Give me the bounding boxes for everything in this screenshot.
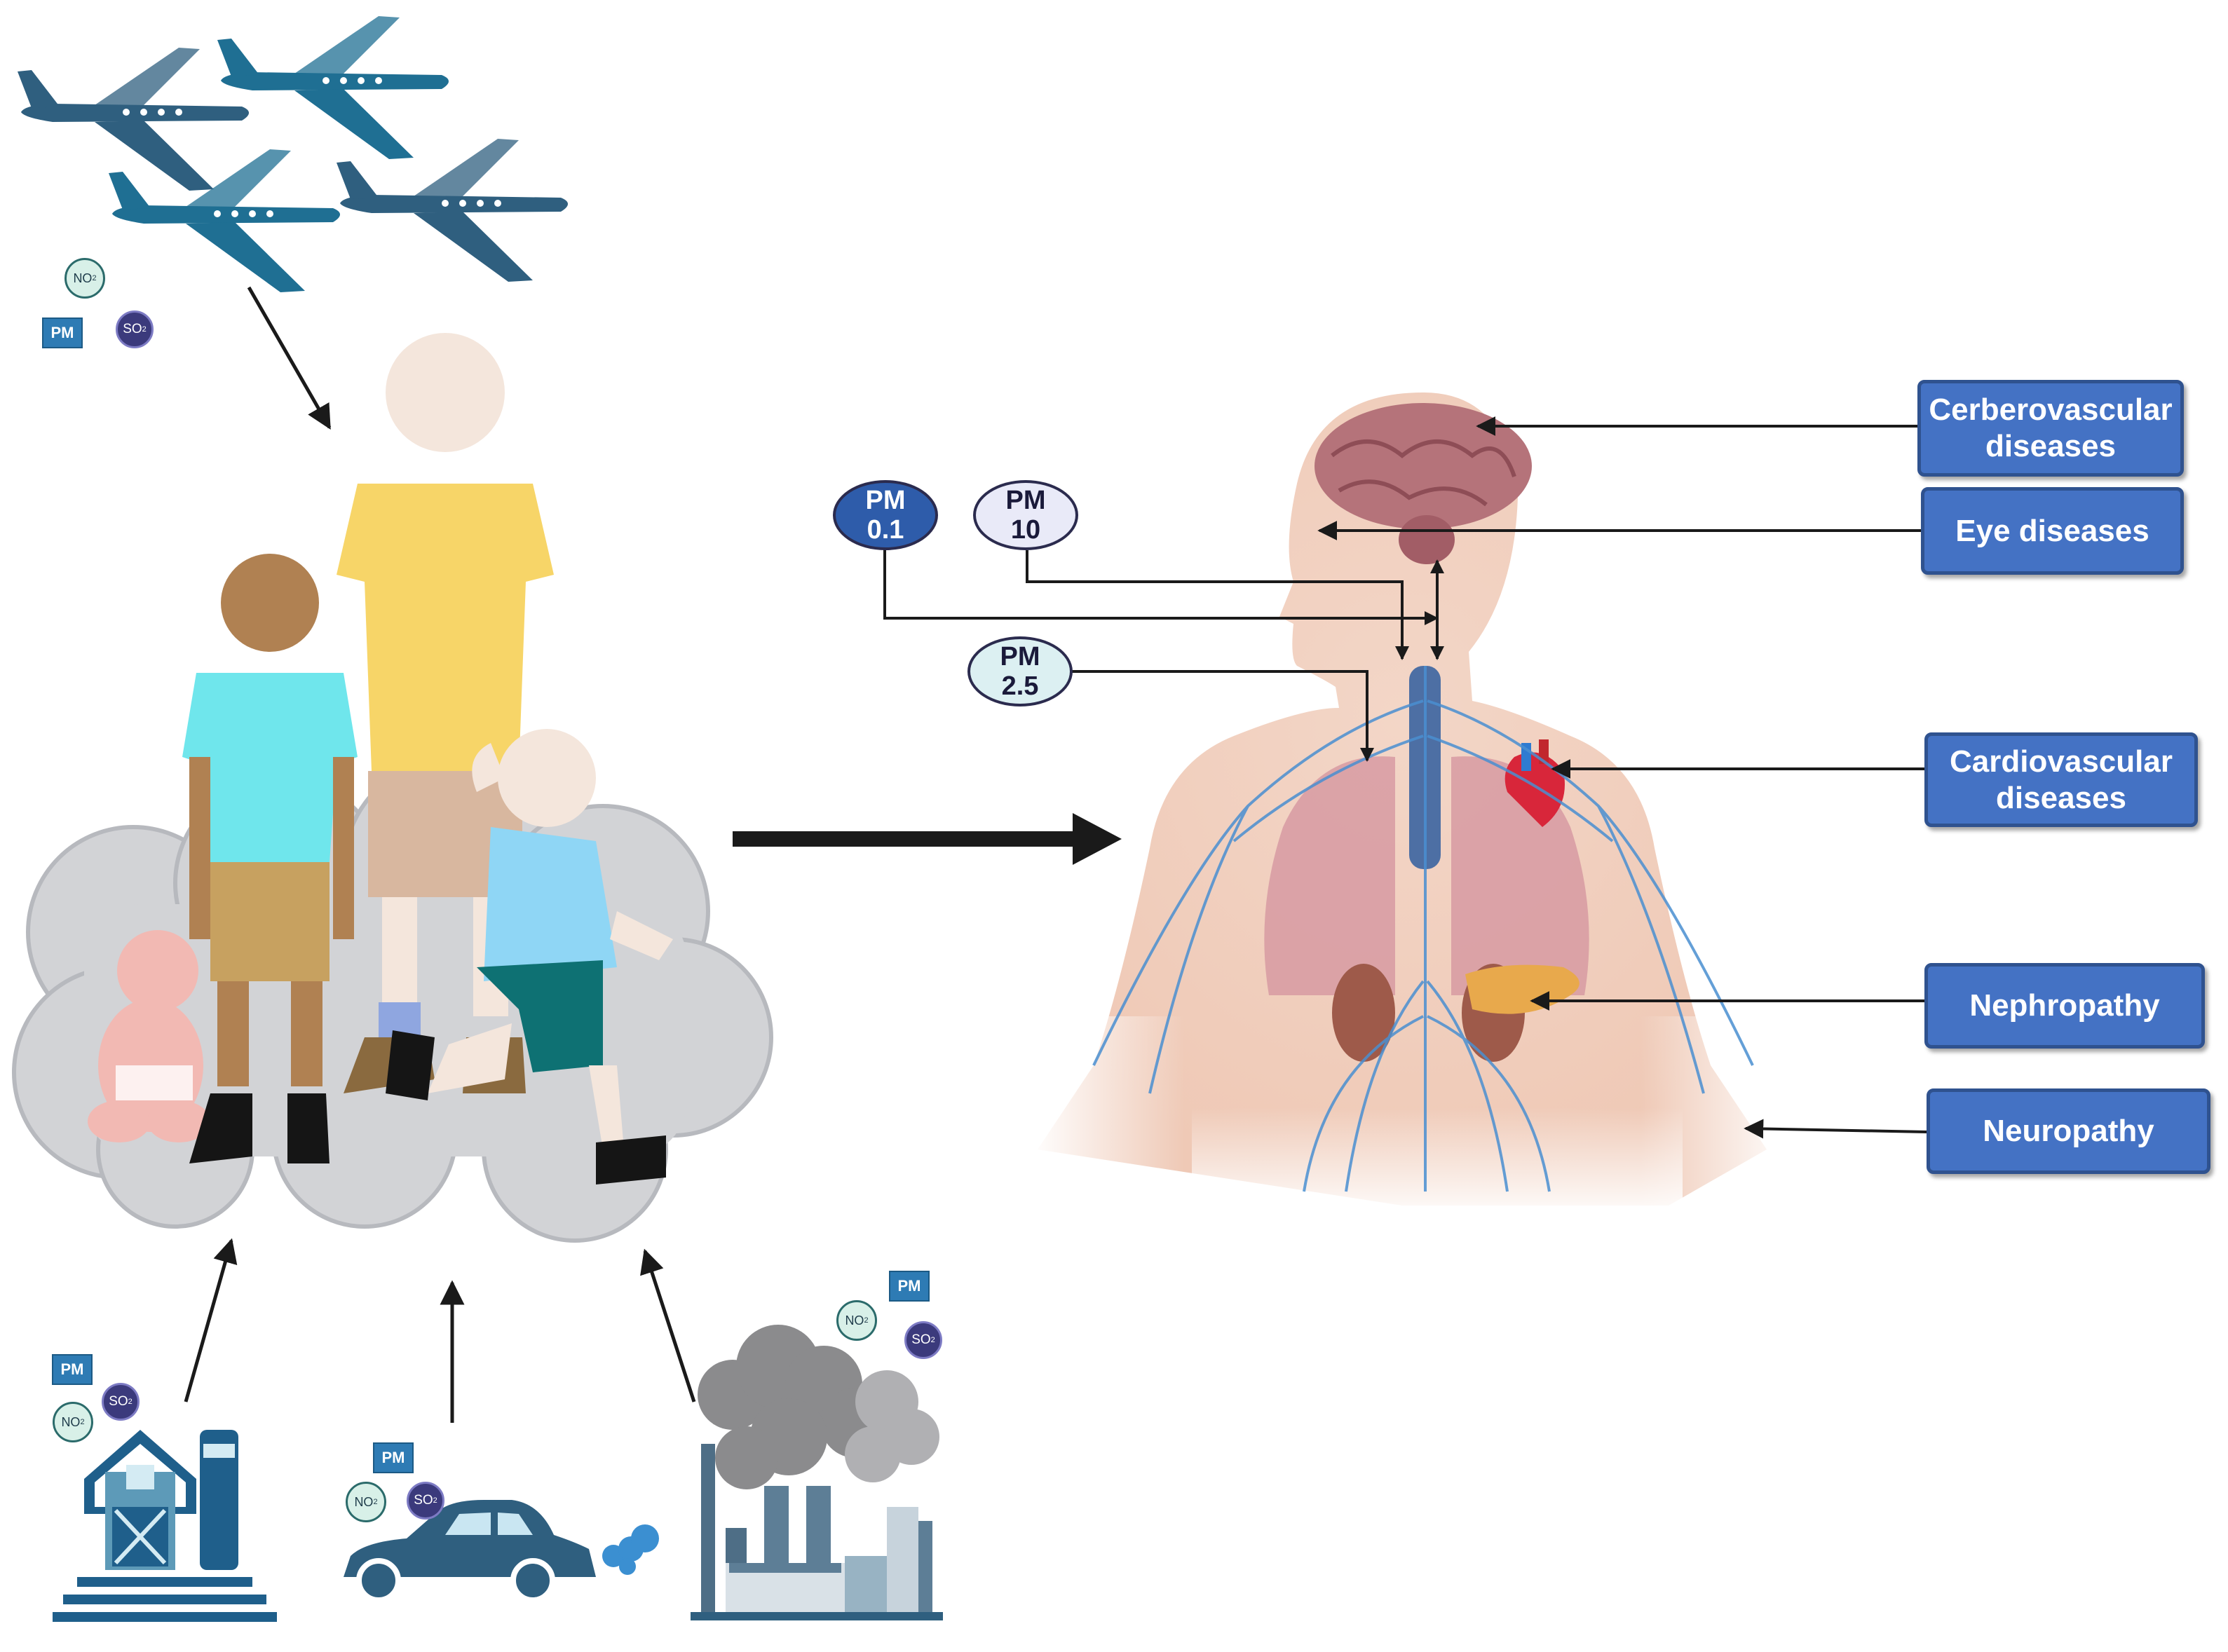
connector-pm10 — [1026, 550, 1409, 660]
pm-tag: PM — [42, 318, 83, 348]
car-icon — [344, 1500, 659, 1603]
human-body-icon — [1031, 392, 1795, 1227]
disease-box-cerebrovascular: Cerberovascular diseases — [1917, 380, 2184, 477]
children-icon — [88, 333, 673, 1185]
pm-10-oval: PM 10 — [973, 480, 1078, 550]
arrow-barn-to-cloud — [184, 1238, 238, 1402]
pm-size: 2.5 — [1001, 671, 1039, 701]
lungs-icon — [1264, 756, 1589, 995]
disease-label: Nephropathy — [1969, 988, 2160, 1023]
arrow-exposure-head — [1073, 813, 1122, 865]
nervous-system-icon — [1092, 666, 1754, 1192]
disease-label: diseases — [1985, 429, 2116, 463]
pm-size: 10 — [1010, 515, 1041, 545]
pm-label: PM — [1000, 642, 1040, 671]
disease-box-eye: Eye diseases — [1921, 487, 2184, 575]
pm-label: PM — [1005, 486, 1046, 515]
disease-box-nephropathy: Nephropathy — [1924, 963, 2205, 1049]
disease-label: Eye diseases — [1955, 513, 2149, 548]
factory-icon — [691, 1325, 943, 1620]
disease-label: Cardiovascular — [1950, 744, 2173, 779]
airplane-icon — [217, 16, 449, 159]
connector-pm25 — [1071, 670, 1374, 762]
pm-tag: PM — [889, 1271, 930, 1302]
pm-label: PM — [865, 486, 906, 515]
kidney-left-icon — [1332, 964, 1395, 1062]
arrow-factory-to-cloud — [640, 1248, 696, 1402]
pm-0.1-oval: PM 0.1 — [833, 480, 938, 550]
airplane-icon — [109, 149, 340, 292]
connector-pm01 — [883, 547, 1439, 625]
airplane-icon — [337, 139, 568, 282]
pm-tag: PM — [52, 1354, 93, 1385]
arrow-neuro — [1744, 1119, 1927, 1139]
arrow-planes-to-children — [247, 286, 332, 430]
disease-box-cardiovascular: Cardiovascular diseases — [1924, 732, 2198, 827]
disease-label: Cerberovascular — [1929, 392, 2173, 427]
pm-2.5-oval: PM 2.5 — [967, 636, 1073, 706]
disease-box-neuropathy: Neuropathy — [1927, 1088, 2210, 1174]
airplane-icon — [18, 48, 249, 191]
pm-size: 0.1 — [867, 515, 904, 545]
pm-tag: PM — [373, 1442, 414, 1473]
barn-icon — [53, 1430, 277, 1622]
disease-label: diseases — [1996, 780, 2126, 815]
disease-label: Neuropathy — [1983, 1114, 2154, 1148]
